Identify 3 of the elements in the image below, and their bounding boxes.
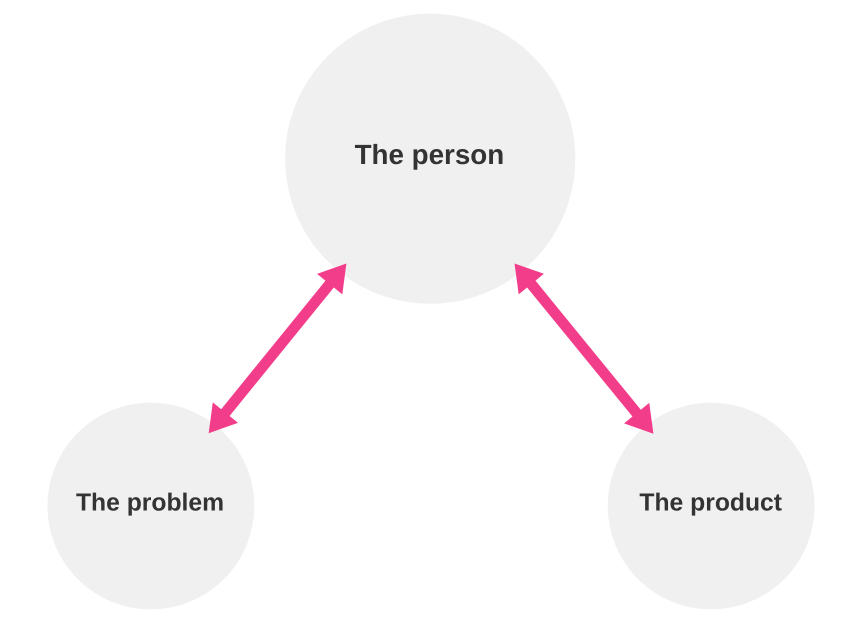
node-circle: The person [285, 14, 576, 304]
arrow [208, 263, 346, 434]
arrow [514, 263, 654, 434]
